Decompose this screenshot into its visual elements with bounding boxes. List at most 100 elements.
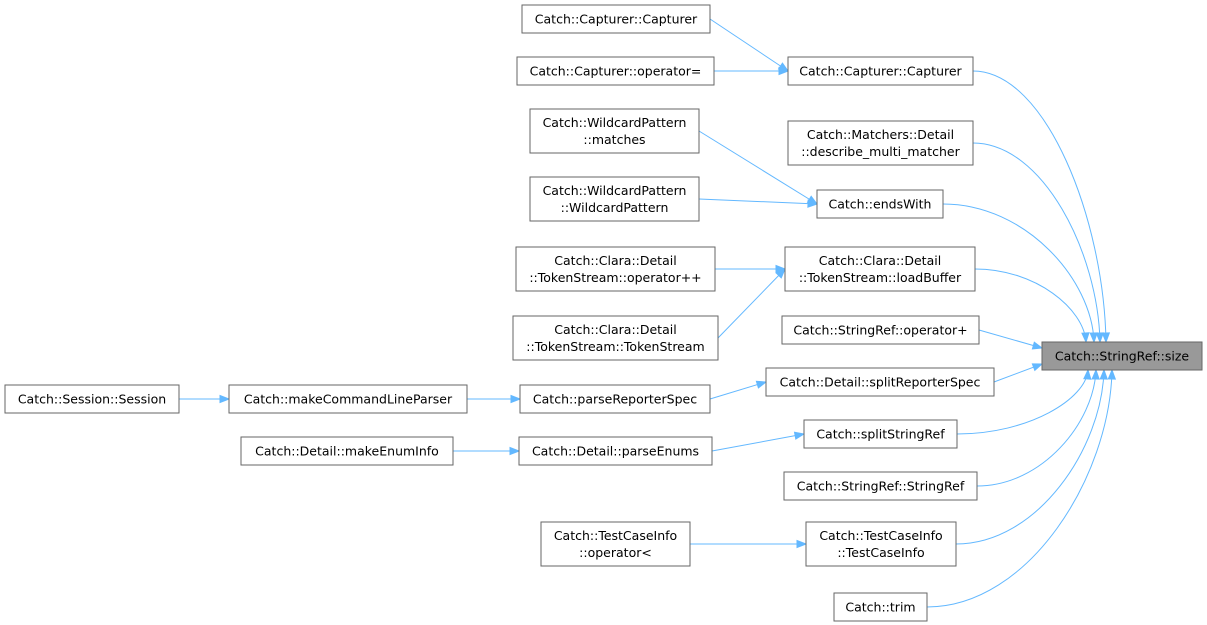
node-trim[interactable]: Catch::trim <box>833 592 928 622</box>
node-box[interactable] <box>518 436 713 466</box>
node-label: Catch::Capturer::Capturer <box>535 12 698 27</box>
edge-line <box>955 369 1105 545</box>
edge-line <box>711 433 805 452</box>
node-box[interactable] <box>4 384 180 414</box>
node-cap_cap_src[interactable]: Catch::Capturer::Capturer <box>521 4 711 34</box>
edge-line <box>709 381 767 400</box>
node-box[interactable] <box>240 436 454 466</box>
node-label: Catch::StringRef::size <box>1055 349 1190 364</box>
node-describe[interactable]: Catch::Matchers::Detail::describe_multi_… <box>787 120 974 166</box>
node-box[interactable] <box>787 120 974 166</box>
edge-describe-to-root <box>972 142 1105 344</box>
edge-endswith-to-root <box>942 203 1098 344</box>
edge-cap_op-to-cap_cap <box>714 66 790 76</box>
edge-line <box>698 130 818 205</box>
edge-parse_enums-to-split_sr <box>711 431 806 452</box>
node-label: Catch::Matchers::Detail <box>807 127 954 142</box>
node-label: Catch::Detail::parseEnums <box>532 444 699 459</box>
edge-ts_opinc-to-ts_load <box>715 264 787 274</box>
node-session[interactable]: Catch::Session::Session <box>4 384 180 414</box>
node-label: Catch::endsWith <box>829 197 932 212</box>
node-split_rep[interactable]: Catch::Detail::splitReporterSpec <box>765 367 995 397</box>
node-wc_ctor[interactable]: Catch::WildcardPattern::WildcardPattern <box>529 176 700 222</box>
node-box[interactable] <box>1041 341 1203 371</box>
edge-line <box>698 198 818 205</box>
node-label: Catch::StringRef::operator+ <box>793 323 967 338</box>
edge-ts_ctor-to-ts_load <box>717 268 786 339</box>
node-label: Catch::Detail::makeEnumInfo <box>255 444 439 459</box>
node-endswith[interactable]: Catch::endsWith <box>816 189 944 219</box>
node-box[interactable] <box>765 367 995 397</box>
node-box[interactable] <box>805 521 957 567</box>
node-label: Catch::Clara::Detail <box>554 253 676 268</box>
edge-arrowhead <box>1101 332 1111 344</box>
node-sr_ctor[interactable]: Catch::StringRef::StringRef <box>783 471 978 501</box>
node-box[interactable] <box>816 189 944 219</box>
node-label: Catch::parseReporterSpec <box>533 392 697 407</box>
node-box[interactable] <box>803 419 958 449</box>
edge-sr_ctor-to-root <box>976 368 1100 487</box>
node-parse_enums[interactable]: Catch::Detail::parseEnums <box>518 436 713 466</box>
edge-ts_load-to-root <box>974 268 1090 344</box>
node-root[interactable]: Catch::StringRef::size <box>1041 341 1203 371</box>
edge-split_sr-to-root <box>956 368 1092 435</box>
edge-arrowhead <box>755 380 768 389</box>
node-make_enum[interactable]: Catch::Detail::makeEnumInfo <box>240 436 454 466</box>
edge-line <box>942 203 1095 343</box>
edge-arrowhead <box>1107 368 1117 380</box>
edge-arrowhead <box>778 66 790 76</box>
node-label: Catch::makeCommandLineParser <box>244 392 453 407</box>
node-box[interactable] <box>519 384 711 414</box>
node-label: ::matches <box>583 132 645 147</box>
node-ts_ctor[interactable]: Catch::Clara::Detail::TokenStream::Token… <box>512 315 719 361</box>
node-box[interactable] <box>783 471 978 501</box>
node-label: ::operator< <box>579 545 652 560</box>
edge-trim-to-root <box>926 368 1117 608</box>
node-label: Catch::Session::Session <box>18 392 166 407</box>
edge-session-to-make_cli <box>179 394 231 404</box>
edge-arrowhead <box>1099 368 1108 380</box>
node-box[interactable] <box>512 315 719 361</box>
node-cap_op[interactable]: Catch::Capturer::operator= <box>516 56 715 86</box>
edge-line <box>956 369 1089 435</box>
node-ts_opinc[interactable]: Catch::Clara::Detail::TokenStream::opera… <box>515 246 716 292</box>
node-box[interactable] <box>529 108 700 154</box>
node-label: ::TestCaseInfo <box>837 545 924 560</box>
node-box[interactable] <box>781 315 980 345</box>
edge-make_cli-to-parse_rep <box>467 394 522 404</box>
node-label: Catch::Clara::Detail <box>554 322 676 337</box>
node-box[interactable] <box>515 246 716 292</box>
edge-arrowhead <box>775 268 786 279</box>
node-box[interactable] <box>540 521 691 567</box>
edge-arrowhead <box>1031 363 1044 372</box>
node-split_sr[interactable]: Catch::splitStringRef <box>803 419 958 449</box>
node-box[interactable] <box>784 246 976 292</box>
node-label: Catch::Clara::Detail <box>819 253 941 268</box>
node-cap_cap[interactable]: Catch::Capturer::Capturer <box>787 56 974 86</box>
edge-arrowhead <box>1089 332 1098 344</box>
edge-arrowhead <box>219 394 231 404</box>
node-box[interactable] <box>228 384 468 414</box>
node-tci_ctor[interactable]: Catch::TestCaseInfo::TestCaseInfo <box>805 521 957 567</box>
node-box[interactable] <box>521 4 711 34</box>
edges-layer <box>179 18 1117 608</box>
node-wc_matches[interactable]: Catch::WildcardPattern::matches <box>529 108 700 154</box>
node-sr_opplus[interactable]: Catch::StringRef::operator+ <box>781 315 980 345</box>
node-label: Catch::trim <box>845 600 915 615</box>
node-label: ::TokenStream::loadBuffer <box>799 270 962 285</box>
node-box[interactable] <box>529 176 700 222</box>
node-label: Catch::Capturer::operator= <box>530 64 702 79</box>
nodes-layer: Catch::StringRef::size Catch::Capturer::C… <box>4 4 1203 622</box>
node-ts_load[interactable]: Catch::Clara::Detail::TokenStream::loadB… <box>784 246 976 292</box>
edge-cap_cap_src-to-cap_cap <box>709 18 790 72</box>
node-label: Catch::splitStringRef <box>816 427 945 442</box>
edge-make_enum-to-parse_enums <box>453 446 521 456</box>
node-box[interactable] <box>787 56 974 86</box>
node-parse_rep[interactable]: Catch::parseReporterSpec <box>519 384 711 414</box>
node-tci_lt[interactable]: Catch::TestCaseInfo::operator< <box>540 521 691 567</box>
node-box[interactable] <box>516 56 715 86</box>
node-make_cli[interactable]: Catch::makeCommandLineParser <box>228 384 468 414</box>
node-box[interactable] <box>833 592 928 622</box>
edge-line <box>972 70 1107 343</box>
